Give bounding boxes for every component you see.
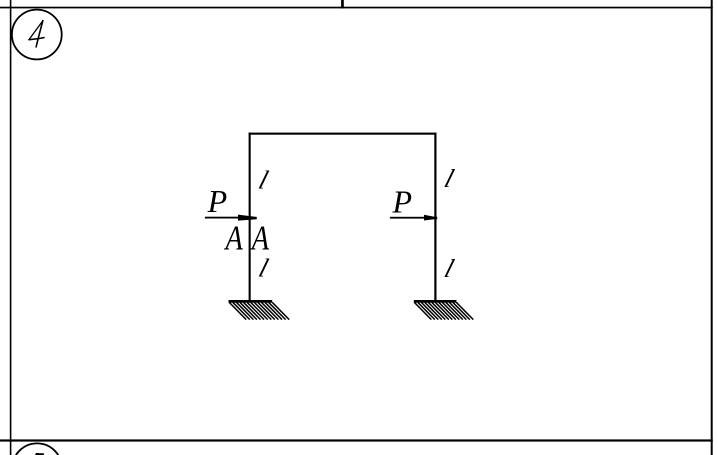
- svg-text:P: P: [207, 183, 228, 219]
- svg-text:A: A: [224, 219, 244, 257]
- svg-text:A: A: [250, 219, 270, 257]
- svg-text:P: P: [392, 183, 413, 219]
